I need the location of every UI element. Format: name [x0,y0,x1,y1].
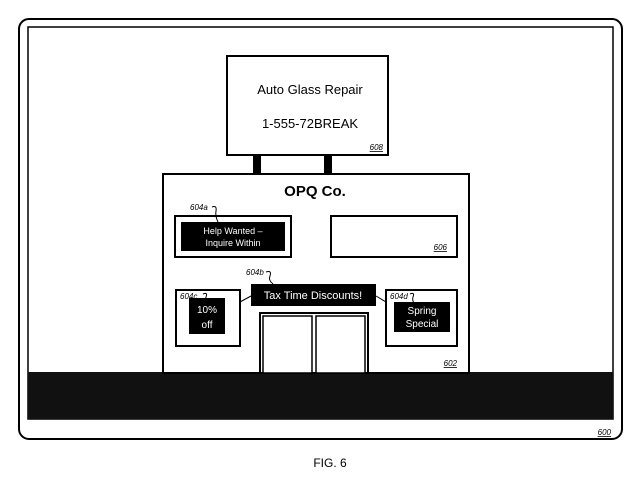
tax-time-leader [265,271,274,285]
help-wanted-line1: Help Wanted – [203,226,262,236]
blank-window-ref: 606 [434,243,448,252]
spring-ref: 604d [390,292,408,301]
tax-time-ref: 604b [246,268,264,277]
spring-line2: Special [406,319,439,330]
figure-caption: FIG. 6 [313,456,347,470]
tax-time-text: Tax Time Discounts! [264,290,362,302]
spring-sign [394,302,450,332]
billboard-line1: Auto Glass Repair [257,82,363,97]
door-left [262,315,313,374]
tax-time-leader-right [375,295,387,303]
tax-time-leader-left [239,295,252,303]
door-right [315,315,366,374]
billboard-post-right [324,154,332,175]
window-upper-right [330,215,458,258]
spring-leader [409,292,415,304]
building-ref: 602 [444,359,458,368]
ground-strip [28,372,613,419]
billboard [226,55,389,156]
discount-line2: off [202,320,213,331]
billboard-ref: 608 [370,143,384,152]
company-name: OPQ Co. [284,183,346,200]
billboard-post-left [253,154,261,175]
billboard-line2: 1-555-72BREAK [262,116,358,131]
discount-line1: 10% [197,305,217,316]
help-wanted-sign [181,222,285,251]
discount-leader [202,292,208,304]
help-wanted-ref: 604a [190,203,208,212]
help-wanted-line2: Inquire Within [205,238,260,248]
tax-time-sign [251,284,376,306]
help-wanted-leader [211,206,219,223]
discount-sign [189,298,225,334]
discount-ref: 604c [180,292,197,301]
frame-ref: 600 [598,428,612,437]
spring-line1: Spring [408,306,437,317]
